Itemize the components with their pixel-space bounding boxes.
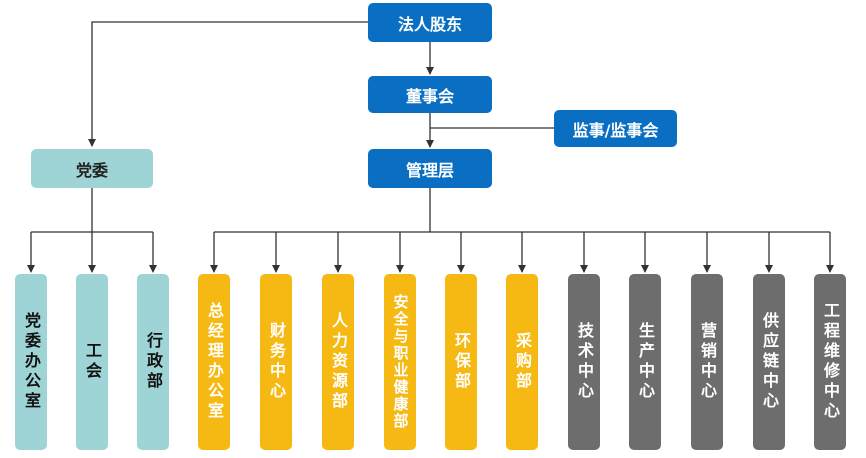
connector-shareholder-party [88, 21, 368, 147]
dept-finance-label: 财务中心 [267, 322, 286, 402]
node-party-committee-label: 党委 [75, 160, 108, 180]
dept-safety: 安全与职业健康部 [384, 274, 416, 450]
dept-admin: 行政部 [137, 274, 169, 450]
dept-hr: 人力资源部 [322, 274, 354, 450]
dept-supply-chain: 供应链中心 [753, 274, 785, 450]
dept-procurement-label: 采购部 [513, 332, 532, 392]
dept-finance: 财务中心 [260, 274, 292, 450]
dept-environment-label: 环保部 [452, 332, 471, 392]
node-party-committee: 党委 [31, 149, 153, 188]
dept-procurement: 采购部 [506, 274, 538, 450]
dept-hr-label: 人力资源部 [329, 312, 348, 412]
dept-environment: 环保部 [445, 274, 477, 450]
dept-supply-chain-label: 供应链中心 [760, 312, 779, 412]
node-supervisors: 监事/监事会 [554, 110, 677, 147]
node-management: 管理层 [368, 149, 492, 188]
dept-union-label: 工会 [83, 342, 102, 382]
node-legal-shareholder: 法人股东 [368, 3, 492, 42]
dept-admin-label: 行政部 [144, 332, 163, 392]
dept-gm-office-label: 总经理办公室 [205, 302, 224, 422]
node-board: 董事会 [368, 76, 492, 113]
dept-engineering: 工程维修中心 [814, 274, 846, 450]
dept-technology: 技术中心 [568, 274, 600, 450]
node-management-label: 管理层 [405, 160, 454, 180]
dept-party-office-label: 党委办公室 [22, 312, 41, 412]
dept-marketing-label: 营销中心 [698, 322, 717, 402]
node-supervisors-label: 监事/监事会 [572, 120, 659, 140]
node-legal-shareholder-label: 法人股东 [397, 14, 462, 34]
dept-union: 工会 [76, 274, 108, 450]
dept-production-label: 生产中心 [636, 322, 655, 402]
dept-engineering-label: 工程维修中心 [821, 302, 840, 422]
dept-marketing: 营销中心 [691, 274, 723, 450]
dept-party-office: 党委办公室 [15, 274, 47, 450]
dept-gm-office: 总经理办公室 [198, 274, 230, 450]
dept-production: 生产中心 [629, 274, 661, 450]
dept-safety-label: 安全与职业健康部 [391, 294, 410, 430]
node-board-label: 董事会 [405, 86, 454, 106]
dept-technology-label: 技术中心 [575, 322, 594, 402]
